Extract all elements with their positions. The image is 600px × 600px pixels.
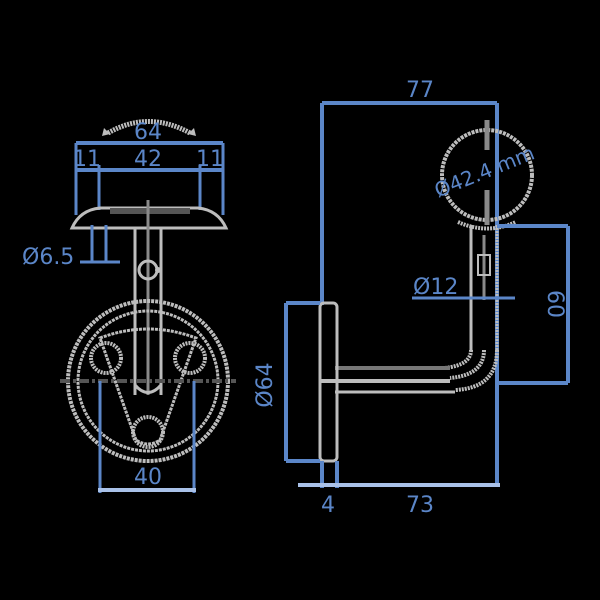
- dim-plate-dia-label: Ø64: [253, 362, 278, 407]
- handrail-label: Ø42.4 mm: [431, 141, 538, 203]
- dim-77-label: 77: [406, 78, 434, 103]
- dim-40-label: 40: [134, 465, 162, 490]
- wall-plate: [318, 301, 339, 463]
- saddle-arc: [106, 119, 192, 136]
- screw-hole-bottom: [131, 415, 165, 449]
- screw-hole-right: [173, 341, 207, 375]
- saddle-plate: [69, 206, 229, 230]
- side-view: 77 Ø42.4 mm Ø12 60 Ø: [253, 78, 570, 518]
- dim-11-left-label: 11: [73, 147, 101, 172]
- dim-pin-dia-label: Ø12: [413, 275, 458, 300]
- dim-11-right-label: 11: [196, 147, 224, 172]
- front-view: 64 42 11 11 Ø6.5: [22, 119, 236, 493]
- dim-73-label: 73: [406, 493, 434, 518]
- dim-64-label: 64: [134, 120, 162, 145]
- dim-4-label: 4: [321, 493, 335, 518]
- screw-hole-left: [89, 341, 123, 375]
- dim-42-label: 42: [134, 147, 162, 172]
- dim-60-label: 60: [542, 290, 567, 318]
- dim-hole-dia-label: Ø6.5: [22, 245, 74, 270]
